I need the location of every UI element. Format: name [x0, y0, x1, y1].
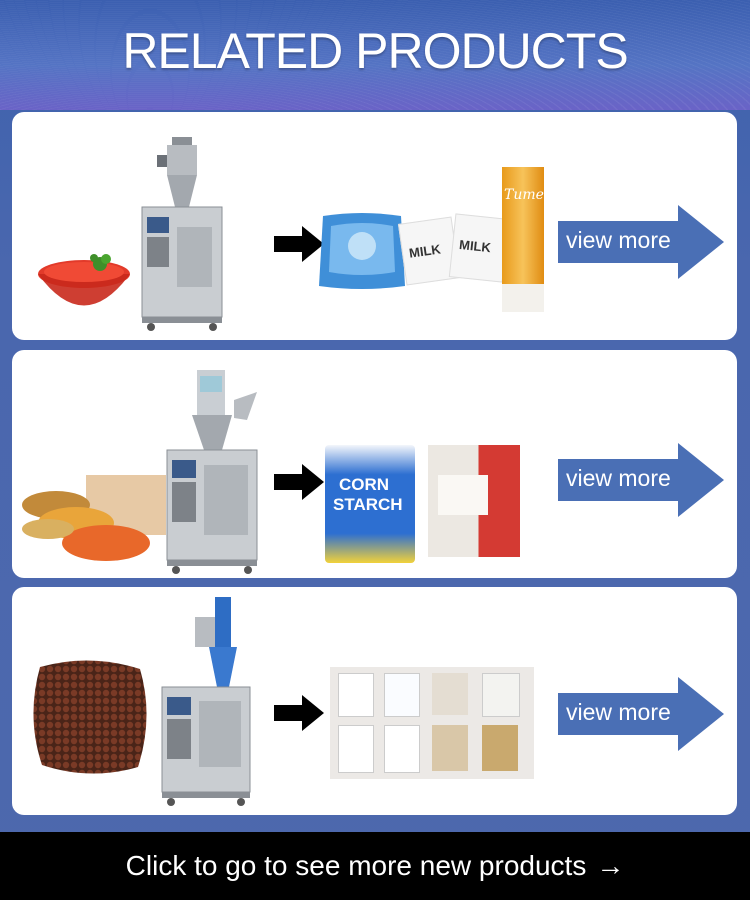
product-card-1[interactable]: MILK MILK Tumex view more: [12, 112, 737, 340]
right-arrow-icon: [274, 226, 324, 262]
spice-powder-image: [22, 475, 166, 561]
view-more-button-1[interactable]: view more: [558, 205, 726, 279]
right-arrow-icon: [274, 695, 324, 731]
sachet-collage-image: [330, 667, 534, 779]
packing-machine-image-2: [166, 370, 258, 574]
water-bag-image: [319, 213, 405, 289]
milk-bag-2: MILK: [448, 213, 510, 283]
powder-bag-image: [428, 445, 520, 557]
header-banner: RELATED PRODUCTS: [0, 0, 750, 110]
right-arrow-icon: →: [596, 850, 625, 881]
corn-starch-bag-image: CORN STARCH: [325, 445, 415, 563]
right-arrow-icon: [274, 464, 324, 500]
view-more-arrow-icon: [558, 677, 724, 751]
packing-machine-image-1: [141, 137, 223, 331]
packing-machine-image-3: [161, 597, 251, 806]
seeds-image: [33, 660, 147, 774]
see-more-products-link[interactable]: Click to go to see more new products →: [0, 832, 750, 900]
view-more-arrow-icon: [558, 205, 724, 279]
footer-text: Click to go to see more new products: [125, 850, 587, 881]
view-more-button-2[interactable]: view more: [558, 443, 726, 517]
view-more-button-3[interactable]: view more: [558, 677, 726, 751]
view-more-arrow-icon: [558, 443, 724, 517]
honey-stick-image: Tumex: [502, 167, 552, 312]
product-card-3[interactable]: view more: [12, 587, 737, 815]
page-title: RELATED PRODUCTS: [122, 23, 628, 79]
ketchup-bowl-image: [38, 254, 130, 306]
product-card-2[interactable]: CORN STARCH view more: [12, 350, 737, 578]
